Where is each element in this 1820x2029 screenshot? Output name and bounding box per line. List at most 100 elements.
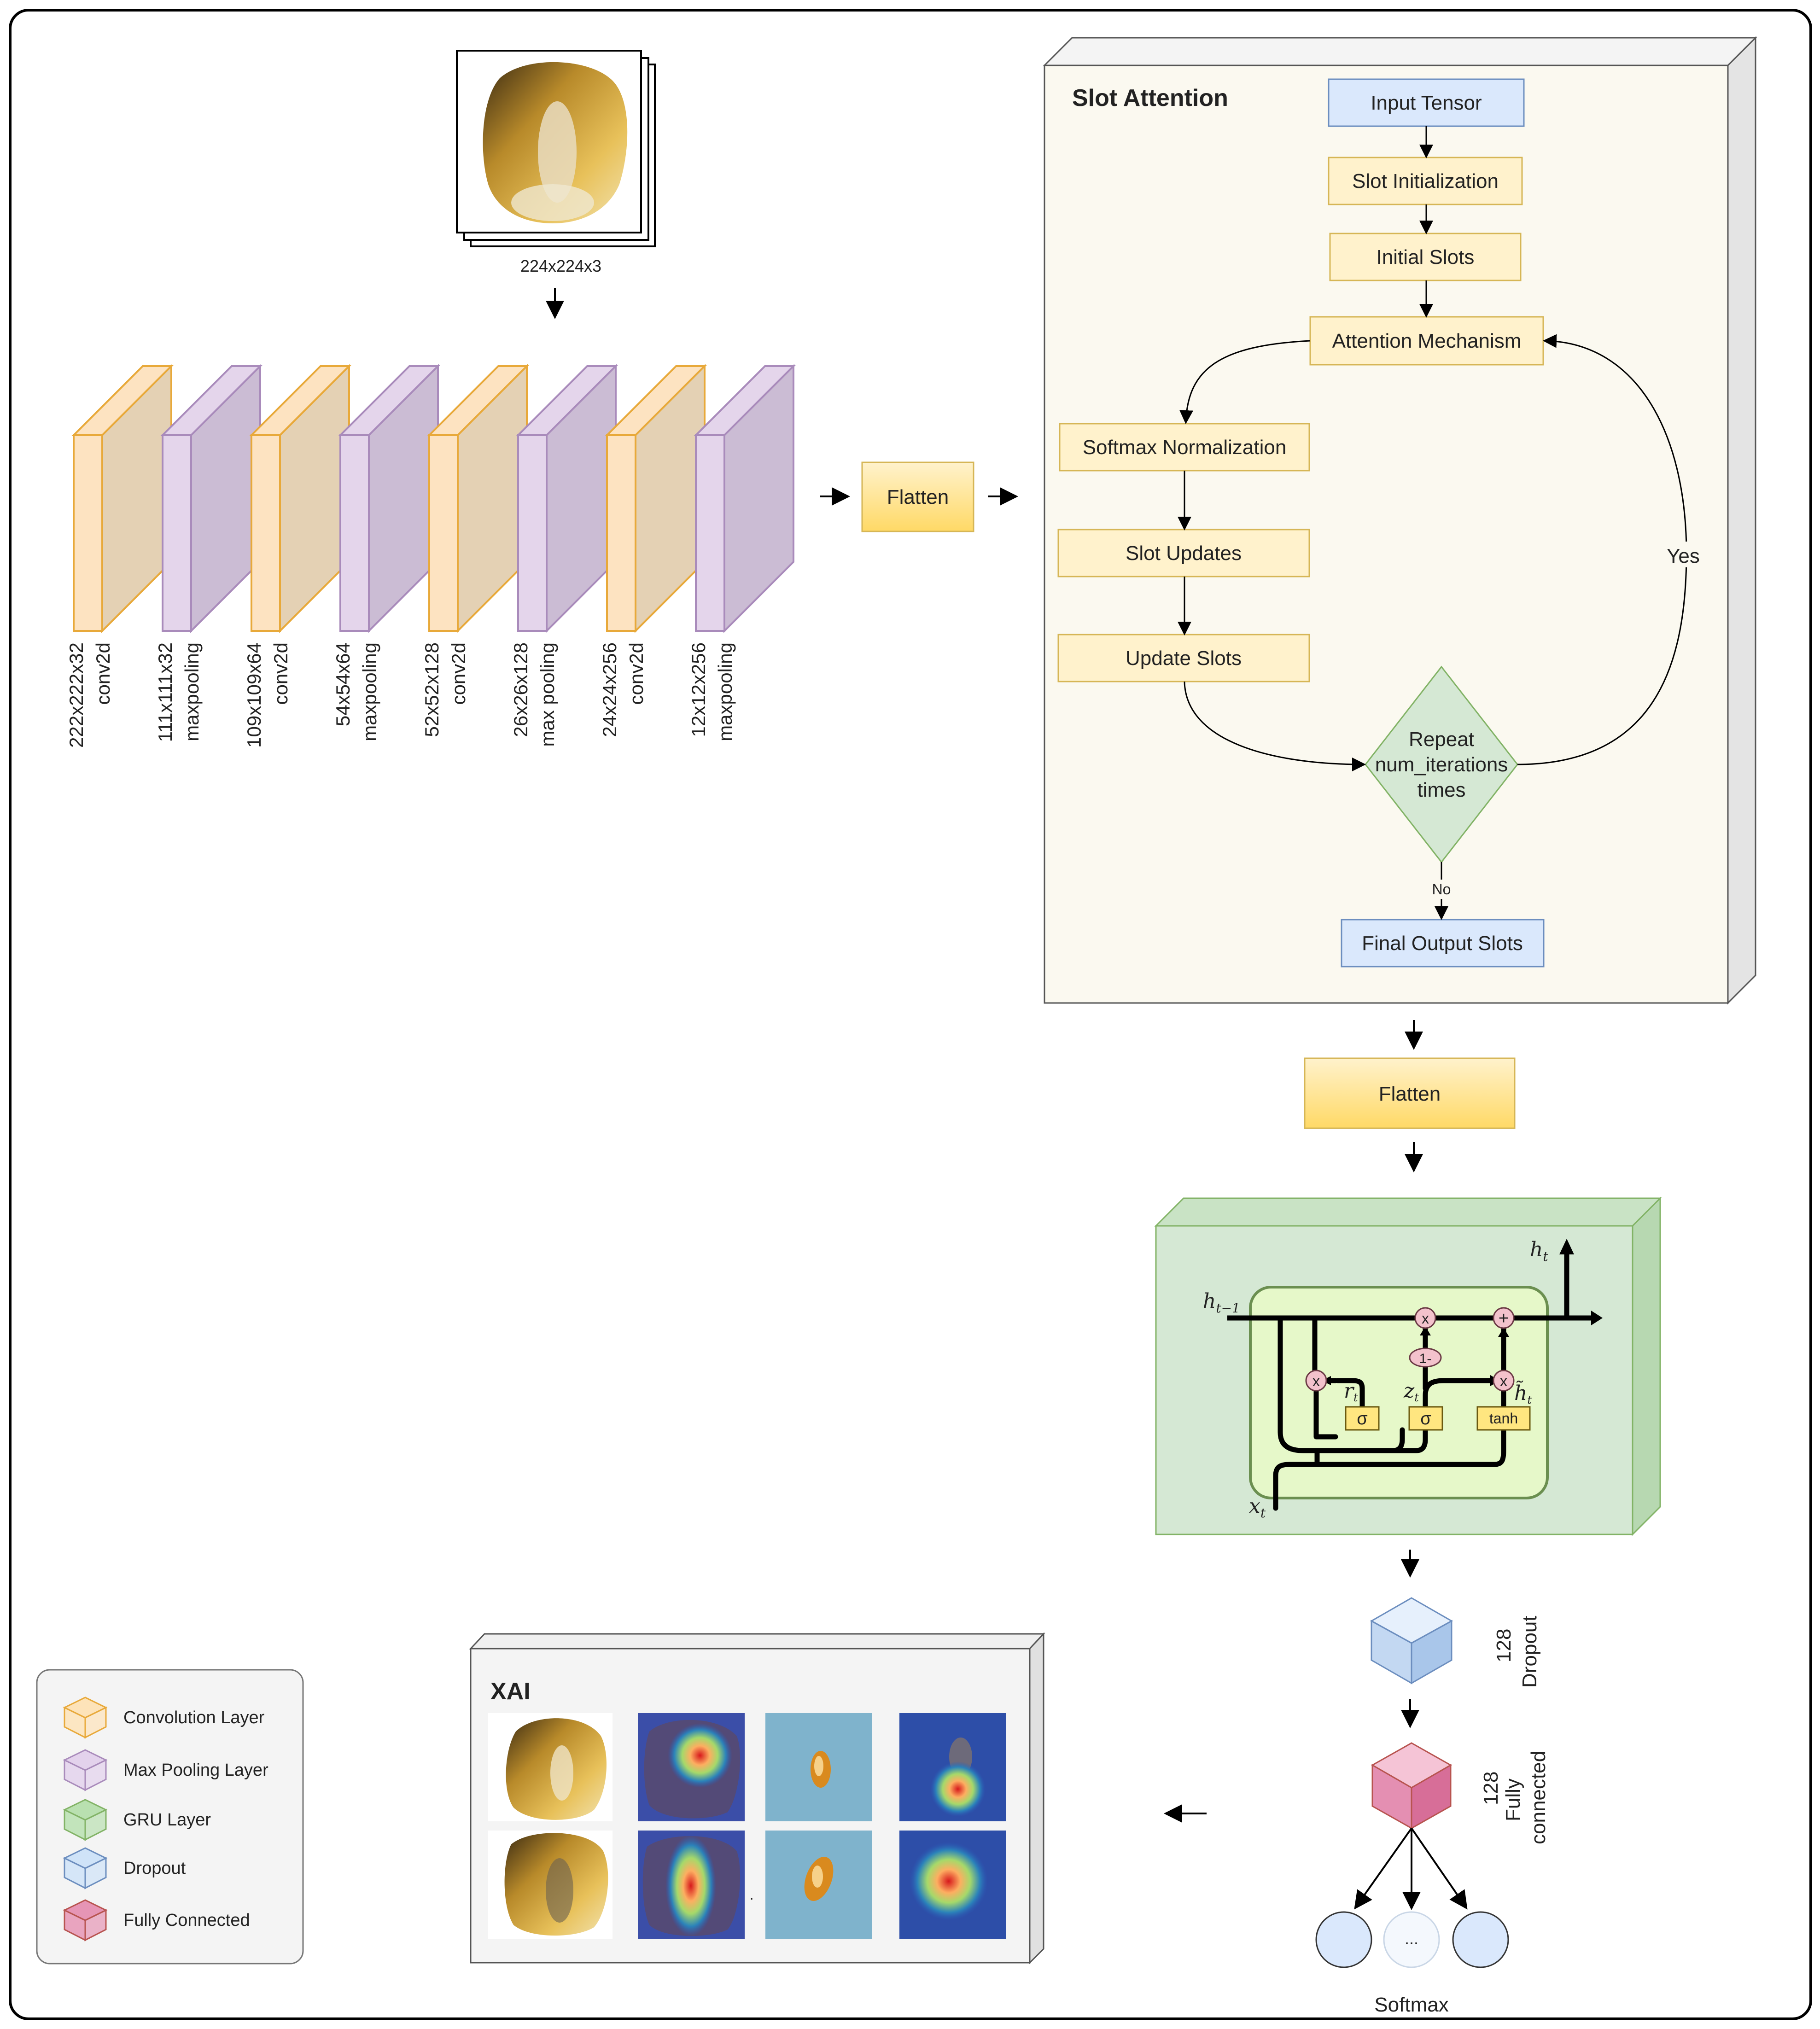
cnn-layer-name-1: conv2d xyxy=(92,642,114,705)
svg-text:σ: σ xyxy=(1420,1409,1431,1428)
svg-text:x: x xyxy=(1312,1373,1320,1389)
legend-item-3: GRU Layer xyxy=(63,1799,211,1841)
gru-cell xyxy=(1249,1286,1549,1499)
legend-label-5: Fully Connected xyxy=(123,1911,250,1930)
legend-item-2: Max Pooling Layer xyxy=(63,1749,268,1791)
legend xyxy=(36,1669,304,1965)
softmax-ellipsis: ... xyxy=(1405,1929,1418,1948)
cnn-layer-name-4: maxpooling xyxy=(359,642,380,741)
cnn-layer-name-2: maxpooling xyxy=(181,642,203,741)
cnn-layer-dims-7: 24x24x256 xyxy=(599,642,620,737)
gru-mult-top xyxy=(1414,1307,1436,1329)
cnn-layer-dims-3: 109x109x64 xyxy=(243,642,265,748)
svg-text:ht−1: ht−1 xyxy=(1203,1289,1240,1316)
cube-icon xyxy=(63,1697,108,1739)
fc-units: 128 xyxy=(1480,1772,1502,1805)
initial-slots-node xyxy=(1329,233,1522,281)
input-tensor-label: Input Tensor xyxy=(1371,92,1482,114)
cnn-layer-name-8: maxpooling xyxy=(714,642,736,741)
slot-attention-title: Slot Attention xyxy=(1072,85,1228,111)
xai-image-grid: . xyxy=(488,1713,1006,1939)
dropout-units: 128 xyxy=(1493,1629,1515,1662)
cube-icon xyxy=(63,1847,108,1889)
gru-sigma-update xyxy=(1408,1406,1443,1431)
svg-text:x: x xyxy=(1500,1373,1507,1389)
yes-label-bg xyxy=(1663,542,1703,567)
svg-text:x: x xyxy=(1422,1310,1429,1327)
legend-label-4: Dropout xyxy=(123,1859,186,1878)
slot-updates-label: Slot Updates xyxy=(1126,542,1242,565)
svg-text:tanh: tanh xyxy=(1489,1410,1518,1427)
gru-mult-reset xyxy=(1305,1370,1327,1392)
gru-operators: x + x x 1- σ σ tanh xyxy=(1305,1307,1531,1431)
cnn-layer-pool-4 xyxy=(338,364,440,633)
update-slots-node xyxy=(1057,634,1310,682)
no-label-bg xyxy=(1428,880,1455,899)
cnn-layer-name-6: max pooling xyxy=(537,642,558,746)
gru-math-labels: ht−1 ht xt rt zt h̃t xyxy=(1203,1238,1548,1521)
fully-connected-cube xyxy=(1371,1742,1452,1830)
yes-label: Yes xyxy=(1667,545,1700,567)
cnn-layer-name-7: conv2d xyxy=(625,642,647,705)
dropout-cube xyxy=(1370,1597,1453,1685)
cnn-layer-dims-1: 222x222x32 xyxy=(65,642,87,748)
gru-tanh xyxy=(1476,1406,1531,1431)
xai-title: XAI xyxy=(490,1678,531,1705)
legend-item-5: Fully Connected xyxy=(63,1899,250,1942)
slot-init-node xyxy=(1328,157,1523,205)
legend-label-3: GRU Layer xyxy=(123,1810,211,1830)
cnn-layer-pool-8 xyxy=(694,364,796,633)
flatten-block-1 xyxy=(861,461,974,532)
final-output-label: Final Output Slots xyxy=(1362,932,1523,955)
svg-text:1-: 1- xyxy=(1419,1351,1432,1366)
svg-text:+: + xyxy=(1499,1309,1509,1328)
softmax-norm-node xyxy=(1059,423,1310,472)
cnn-layer-conv-7 xyxy=(605,364,707,633)
gru-sigma-reset xyxy=(1345,1406,1380,1431)
svg-text:σ: σ xyxy=(1357,1409,1367,1428)
cnn-layer-dims-5: 52x52x128 xyxy=(421,642,443,737)
attention-label: Attention Mechanism xyxy=(1332,330,1522,352)
softmax-label: Softmax xyxy=(1374,1994,1448,2016)
no-label: No xyxy=(1432,881,1451,898)
cnn-layer-dims-8: 12x12x256 xyxy=(688,642,709,737)
cnn-layer-dims-2: 111x111x32 xyxy=(154,642,176,742)
initial-slots-label: Initial Slots xyxy=(1377,246,1475,268)
input-tensor-node xyxy=(1328,78,1525,127)
cnn-layer-name-3: conv2d xyxy=(270,642,292,705)
fc-name-2: connected xyxy=(1527,1751,1550,1844)
cnn-layer-conv-5 xyxy=(427,364,529,633)
repeat-label-1: Repeat xyxy=(1409,728,1474,751)
repeat-label-2: num_iterations xyxy=(1375,753,1508,776)
xai-dot: . xyxy=(750,1888,753,1903)
gru-one-minus xyxy=(1409,1347,1442,1368)
softmax-node-ellipsis xyxy=(1383,1911,1440,1968)
cube-icon xyxy=(63,1799,108,1841)
svg-text:xt: xt xyxy=(1249,1494,1266,1521)
corn-kernel-image xyxy=(483,62,628,223)
cnn-layer-pool-6 xyxy=(516,364,618,633)
flatten-block-2 xyxy=(1304,1057,1516,1129)
cnn-layer-conv-3 xyxy=(249,364,351,633)
svg-text:h̃t: h̃t xyxy=(1514,1380,1532,1406)
cnn-layer-dims-6: 26x26x128 xyxy=(510,642,531,737)
gru-mult-candidate xyxy=(1493,1370,1515,1392)
svg-text:rt: rt xyxy=(1344,1379,1358,1404)
softmax-arrows xyxy=(1354,1827,1468,1910)
legend-item-4: Dropout xyxy=(63,1847,186,1889)
cnn-layer-name-5: conv2d xyxy=(448,642,469,705)
legend-label-2: Max Pooling Layer xyxy=(123,1761,268,1780)
gru-plus xyxy=(1493,1307,1515,1329)
softmax-node-1 xyxy=(1315,1911,1372,1968)
fc-name-1: Fully xyxy=(1502,1778,1524,1821)
slot-init-label: Slot Initialization xyxy=(1352,170,1499,192)
legend-item-1: Convolution Layer xyxy=(63,1697,265,1739)
input-image-stack xyxy=(456,50,656,247)
input-dims-label: 224x224x3 xyxy=(520,257,601,275)
cnn-layer-dims-4: 54x54x64 xyxy=(332,642,354,726)
flatten-label-2: Flatten xyxy=(1379,1083,1441,1105)
cube-icon xyxy=(63,1749,108,1791)
gru-block xyxy=(1154,1196,1662,1536)
